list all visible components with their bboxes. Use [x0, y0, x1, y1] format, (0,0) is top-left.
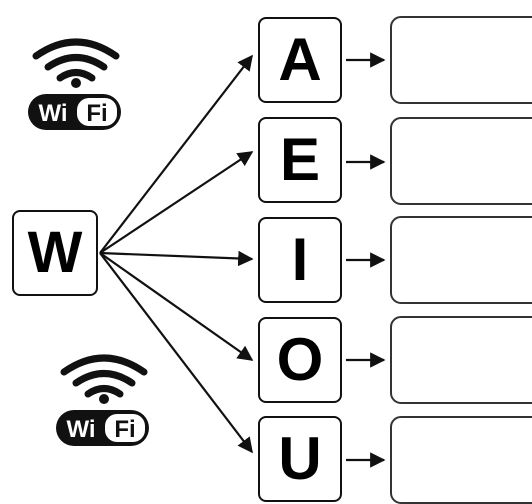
answer-box-e[interactable] [390, 117, 532, 205]
arrow-to-o [99, 252, 254, 361]
wifi-icon: Wi Fi [28, 38, 121, 130]
wifi-fi-text: Fi [114, 416, 135, 443]
wifi-wi-text: Wi [66, 416, 95, 443]
vowel-tile-o: O [258, 317, 342, 403]
vowel-tile-i: I [258, 217, 342, 303]
vowel-tile-u: U [258, 416, 342, 502]
source-letter-tile: W [12, 210, 98, 296]
vowel-tile-a: A [258, 17, 342, 103]
answer-box-u[interactable] [390, 416, 532, 504]
arrow-to-u [99, 252, 253, 454]
arrow-to-e [99, 151, 254, 254]
wifi-icon: Wi Fi [56, 354, 149, 446]
wifi-fi-text: Fi [86, 100, 107, 127]
vowel-tile-e: E [258, 117, 342, 203]
arrow-to-a [99, 54, 253, 254]
wifi-logo-top: Wi Fi [26, 36, 126, 141]
wifi-logo-bottom: Wi Fi [54, 352, 154, 457]
answer-box-i[interactable] [390, 216, 532, 304]
answer-box-o[interactable] [390, 316, 532, 404]
answer-box-a[interactable] [390, 16, 532, 104]
wifi-wi-text: Wi [38, 100, 67, 127]
arrow-to-i [99, 250, 254, 267]
